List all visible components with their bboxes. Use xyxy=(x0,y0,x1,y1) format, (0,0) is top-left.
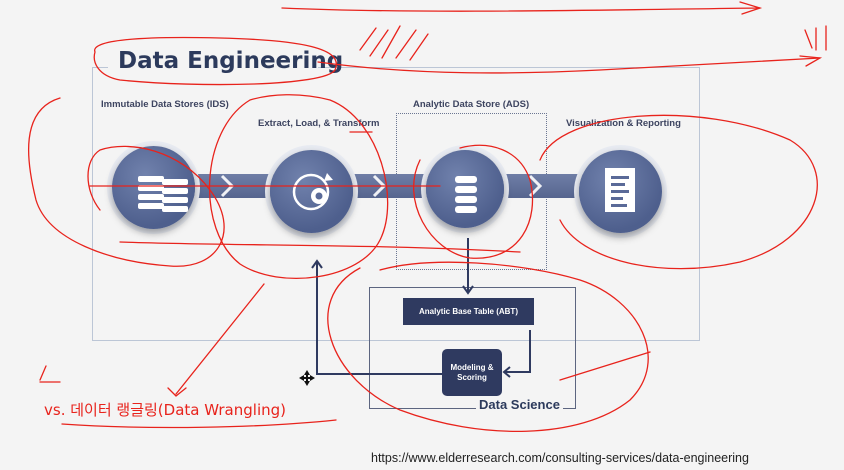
chevron-right-icon xyxy=(528,174,543,198)
gear-cycle-icon xyxy=(292,173,333,211)
abt-box: Analytic Base Table (ABT) xyxy=(403,298,534,325)
source-url: https://www.elderresearch.com/consulting… xyxy=(371,451,749,465)
viz-label: Visualization & Reporting xyxy=(566,118,681,129)
move-cursor-icon xyxy=(299,370,315,386)
data-science-arrows xyxy=(311,238,531,378)
diagram-frame xyxy=(92,67,700,341)
database-icon xyxy=(455,176,477,213)
diagram-title: Data Engineering xyxy=(118,48,344,74)
handwritten-annotations xyxy=(27,1,827,432)
data-science-label: Data Science xyxy=(476,397,563,412)
ads-label: Analytic Data Store (ADS) xyxy=(413,99,530,110)
data-science-label-wrap: Data Science xyxy=(476,396,563,414)
elt-label: Extract, Load, & Transform xyxy=(258,118,380,129)
elt-circle xyxy=(270,150,353,233)
ids-label: Immutable Data Stores (IDS) xyxy=(101,99,229,110)
report-icon xyxy=(605,168,635,212)
modeling-box: Modeling & Scoring xyxy=(442,349,502,396)
title-backdrop xyxy=(108,48,318,82)
database-stack-icon xyxy=(138,176,188,212)
annotation-text: vs. 데이터 랭글링(Data Wrangling) xyxy=(44,401,286,419)
